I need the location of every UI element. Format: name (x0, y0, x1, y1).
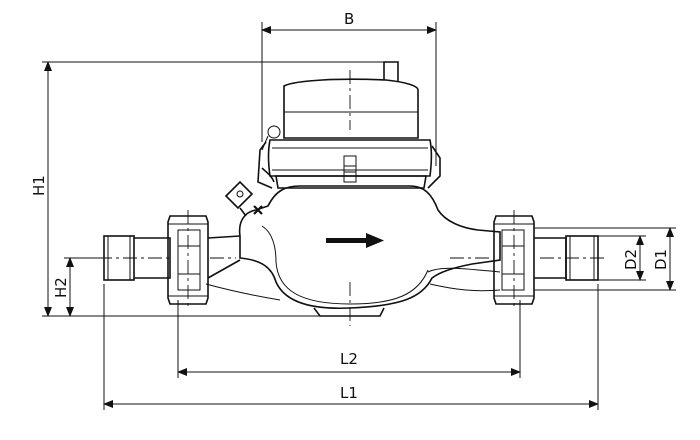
vent-plug (224, 180, 254, 217)
dimension-l2: L2 (177, 300, 521, 378)
dimension-h2: H2 (52, 257, 104, 317)
label-d2: D2 (622, 249, 640, 270)
label-d1: D1 (652, 249, 670, 270)
label-h2: H2 (52, 277, 70, 298)
label-l1: L1 (340, 384, 358, 402)
dimension-b: B (261, 10, 437, 166)
meter-body (205, 185, 501, 317)
dimension-d2: D2 (598, 235, 646, 281)
label-l2: L2 (340, 350, 358, 368)
left-coupling (103, 215, 241, 305)
arrow-right-icon (326, 233, 384, 248)
label-h1: H1 (30, 175, 48, 196)
label-b: B (344, 10, 354, 28)
register-housing (257, 61, 441, 189)
center-lines (98, 70, 604, 326)
dimension-h1: H1 (30, 61, 398, 317)
dimension-d1: D1 (534, 227, 676, 291)
cross-mark-icon (253, 205, 263, 215)
dimension-l1: L1 (103, 284, 599, 410)
right-coupling (493, 215, 599, 305)
